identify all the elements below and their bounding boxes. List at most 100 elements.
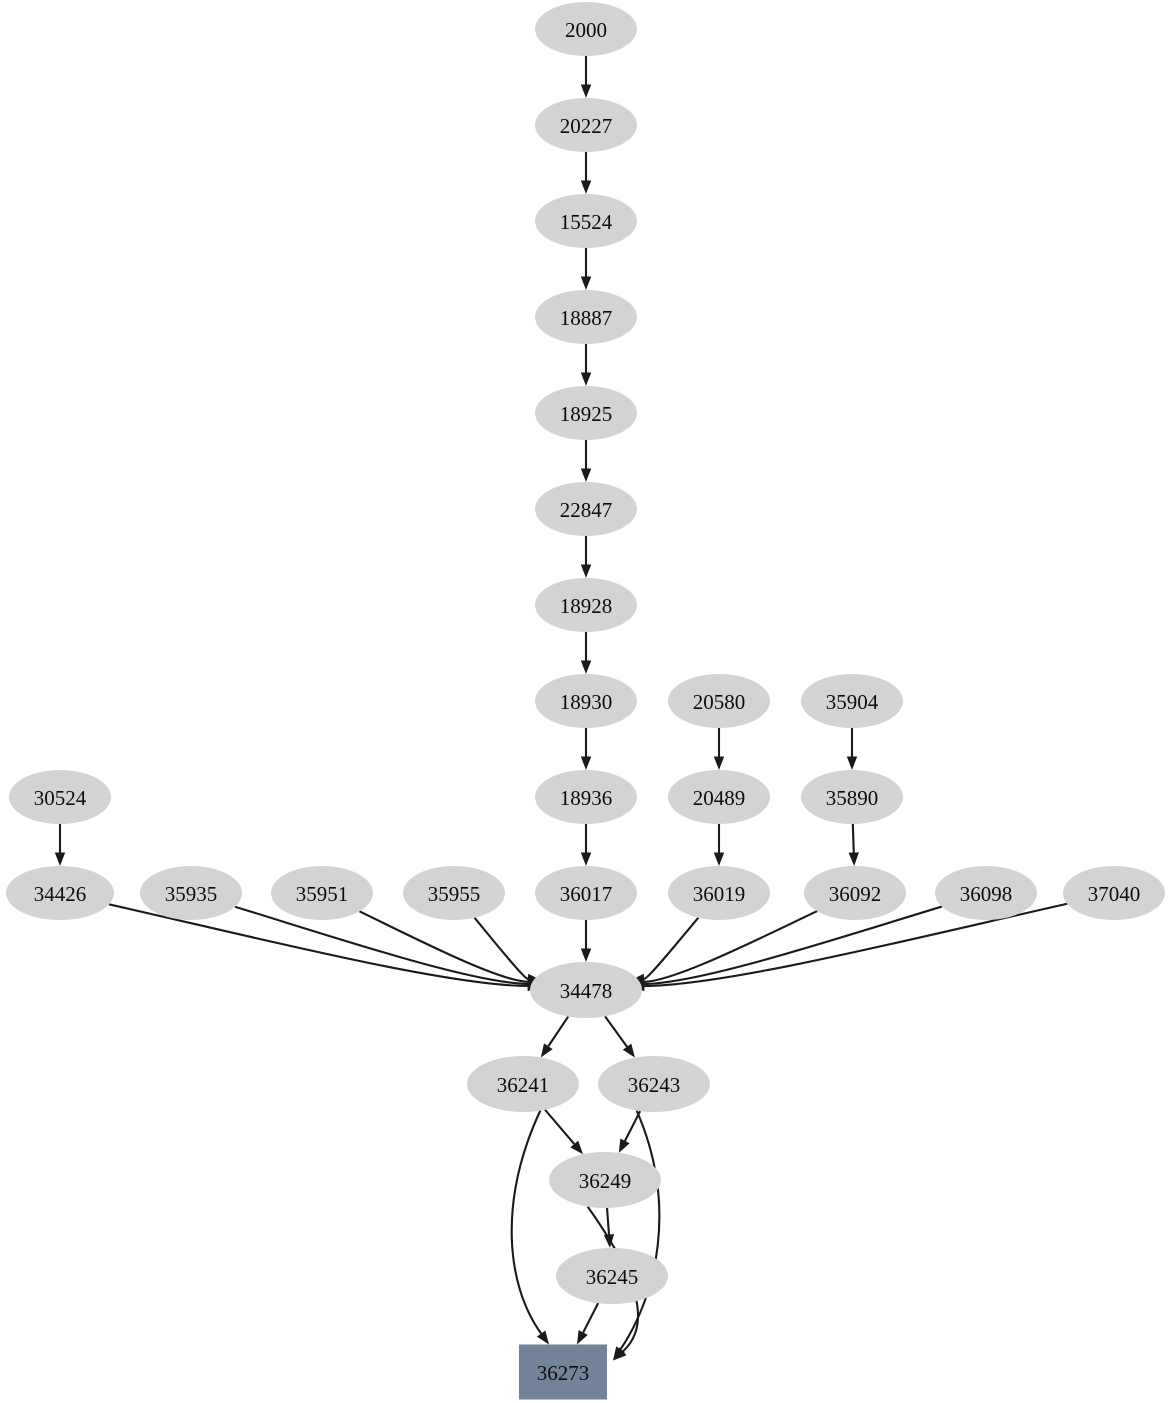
edge-arrowhead — [527, 973, 542, 985]
edge-36245-to-36273 — [577, 1302, 600, 1345]
edge-arrowhead — [536, 1330, 549, 1345]
node-shape-ellipse[interactable] — [935, 866, 1037, 920]
edge-34478-to-36241 — [540, 1015, 570, 1058]
node-shape-ellipse[interactable] — [1063, 866, 1165, 920]
edge-36249-to-36245 — [603, 1207, 615, 1249]
edge-arrowhead — [713, 852, 725, 866]
graph-node-37040[interactable]: 37040 — [1063, 866, 1165, 920]
node-shape-ellipse[interactable] — [271, 866, 373, 920]
node-shape-ellipse[interactable] — [668, 866, 770, 920]
graph-node-20489[interactable]: 20489 — [668, 770, 770, 824]
node-shape-ellipse[interactable] — [535, 866, 637, 920]
edge-arrowhead — [540, 1043, 553, 1058]
edge-arrowhead — [580, 660, 592, 674]
edge-20227-to-15524 — [580, 152, 592, 194]
edge-arrowhead — [580, 372, 592, 386]
edge-2000-to-20227 — [580, 56, 592, 98]
edge-arrowhead — [580, 852, 592, 866]
edge-arrowhead — [580, 180, 592, 194]
edge-arrowhead — [580, 756, 592, 770]
node-shape-ellipse[interactable] — [467, 1056, 579, 1112]
graph-node-34426[interactable]: 34426 — [6, 866, 114, 920]
node-shape-ellipse[interactable] — [535, 770, 637, 824]
edge-arrowhead — [580, 468, 592, 482]
node-shape-ellipse[interactable] — [598, 1056, 710, 1112]
edge-arrowhead — [713, 756, 725, 770]
graph-node-35935[interactable]: 35935 — [140, 866, 242, 920]
graph-node-35904[interactable]: 35904 — [801, 674, 903, 728]
edge-arrowhead — [54, 852, 66, 866]
edge-30524-to-34426 — [54, 824, 66, 866]
edge-arrowhead — [580, 84, 592, 98]
node-shape-box[interactable] — [519, 1344, 607, 1400]
node-shape-ellipse[interactable] — [535, 98, 637, 152]
node-shape-ellipse[interactable] — [535, 290, 637, 344]
graph-node-2000[interactable]: 2000 — [535, 2, 637, 56]
edge-36241-to-36273 — [510, 1110, 549, 1345]
graph-node-36249[interactable]: 36249 — [549, 1152, 661, 1208]
graph-node-36098[interactable]: 36098 — [935, 866, 1037, 920]
node-shape-ellipse[interactable] — [535, 386, 637, 440]
graph-node-20227[interactable]: 20227 — [535, 98, 637, 152]
graph-node-18925[interactable]: 18925 — [535, 386, 637, 440]
graph-node-18936[interactable]: 18936 — [535, 770, 637, 824]
node-shape-ellipse[interactable] — [9, 770, 111, 824]
edge-36243-to-36249 — [618, 1110, 642, 1153]
graph-node-34478[interactable]: 34478 — [530, 962, 642, 1018]
edge-arrowhead — [580, 564, 592, 578]
graph-node-36241[interactable]: 36241 — [467, 1056, 579, 1112]
graph-node-36245[interactable]: 36245 — [556, 1248, 668, 1304]
node-shape-ellipse[interactable] — [549, 1152, 661, 1208]
edge-15524-to-18887 — [580, 248, 592, 290]
node-shape-ellipse[interactable] — [6, 866, 114, 920]
node-shape-ellipse[interactable] — [535, 194, 637, 248]
node-shape-ellipse[interactable] — [804, 866, 906, 920]
graph-node-35951[interactable]: 35951 — [271, 866, 373, 920]
edge-arrowhead — [580, 276, 592, 290]
edge-arrowhead — [603, 1234, 615, 1249]
edge-35890-to-36092 — [848, 823, 859, 867]
graph-node-22847[interactable]: 22847 — [535, 482, 637, 536]
graph-node-36243[interactable]: 36243 — [598, 1056, 710, 1112]
edge-18928-to-18930 — [580, 632, 592, 674]
graph-node-20580[interactable]: 20580 — [668, 674, 770, 728]
edge-arrowhead — [618, 1138, 630, 1153]
node-shape-ellipse[interactable] — [801, 770, 903, 824]
edge-18930-to-18936 — [580, 728, 592, 770]
graph-node-36017[interactable]: 36017 — [535, 866, 637, 920]
edge-arrowhead — [577, 1330, 588, 1345]
graph-node-15524[interactable]: 15524 — [535, 194, 637, 248]
node-shape-ellipse[interactable] — [801, 674, 903, 728]
node-shape-ellipse[interactable] — [535, 578, 637, 632]
graph-node-30524[interactable]: 30524 — [9, 770, 111, 824]
node-shape-ellipse[interactable] — [535, 482, 637, 536]
graph-node-36019[interactable]: 36019 — [668, 866, 770, 920]
node-shape-ellipse[interactable] — [530, 962, 642, 1018]
graph-node-18928[interactable]: 18928 — [535, 578, 637, 632]
node-shape-ellipse[interactable] — [535, 2, 637, 56]
edge-18936-to-36017 — [580, 824, 592, 866]
graph-node-36273[interactable]: 36273 — [519, 1344, 607, 1400]
edge-arrowhead — [570, 1140, 584, 1155]
edge-arrowhead — [613, 1347, 627, 1361]
graph-node-35955[interactable]: 35955 — [403, 866, 505, 920]
graph-node-18887[interactable]: 18887 — [535, 290, 637, 344]
edge-20489-to-36019 — [713, 824, 725, 866]
node-shape-ellipse[interactable] — [403, 866, 505, 920]
node-shape-ellipse[interactable] — [140, 866, 242, 920]
edge-18887-to-18925 — [580, 344, 592, 386]
edge-35904-to-35890 — [846, 728, 858, 770]
graph-node-36092[interactable]: 36092 — [804, 866, 906, 920]
node-shape-ellipse[interactable] — [556, 1248, 668, 1304]
graph-node-18930[interactable]: 18930 — [535, 674, 637, 728]
graph-node-35890[interactable]: 35890 — [801, 770, 903, 824]
edge-35955-to-34478 — [473, 917, 542, 985]
node-shape-ellipse[interactable] — [668, 674, 770, 728]
edge-arrowhead — [580, 948, 592, 962]
edge-20580-to-20489 — [713, 728, 725, 770]
edge-18925-to-22847 — [580, 440, 592, 482]
node-shape-ellipse[interactable] — [535, 674, 637, 728]
node-shape-ellipse[interactable] — [668, 770, 770, 824]
edge-36017-to-34478 — [580, 920, 592, 962]
